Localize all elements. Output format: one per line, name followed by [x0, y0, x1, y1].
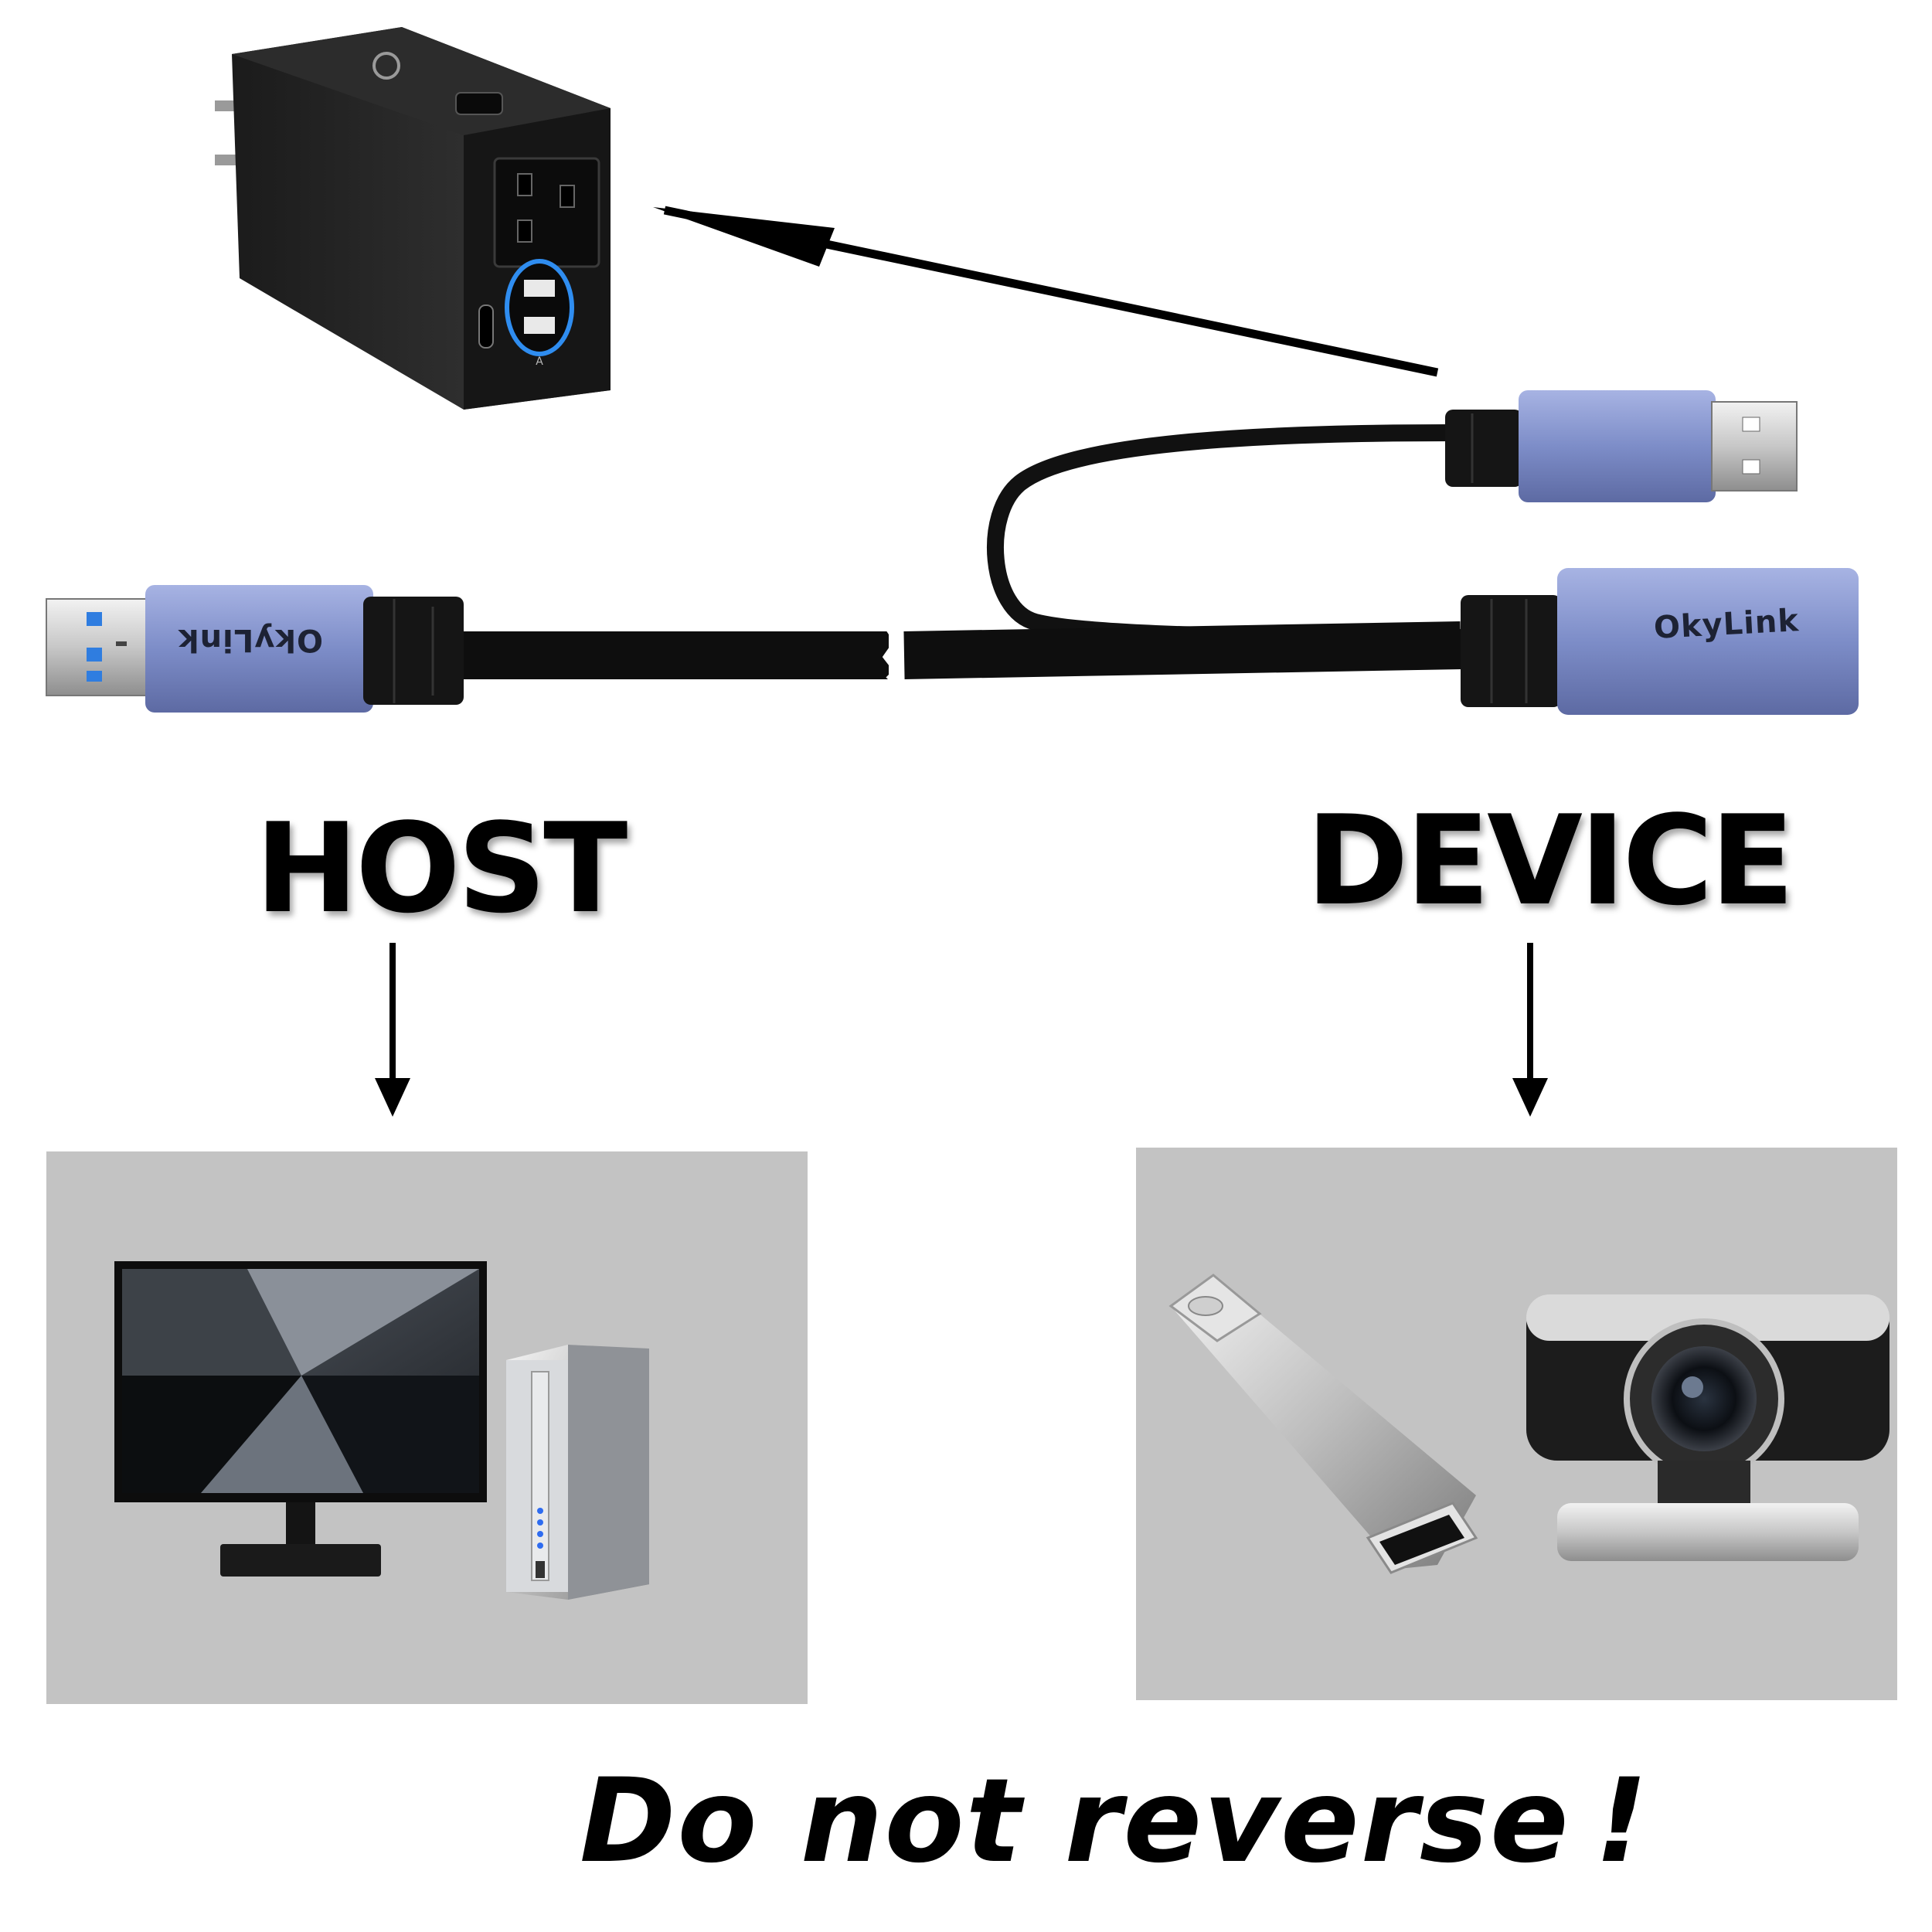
- usb-flash-drive-icon: [1168, 1274, 1478, 1574]
- power-adapter-icon: A: [215, 27, 611, 410]
- host-arrow: [375, 1078, 410, 1117]
- host-label: HOST: [255, 796, 628, 940]
- host-connector-brand: OkyLink: [178, 622, 323, 658]
- warning-text: Do not reverse !: [580, 1754, 1650, 1889]
- power-usb-connector: [1445, 390, 1798, 502]
- cable: [456, 424, 1461, 683]
- device-label: DEVICE: [1306, 788, 1794, 933]
- device-connector-brand: OkyLink: [1652, 603, 1801, 646]
- host-usb-connector: [46, 585, 464, 713]
- monitor-icon: [114, 1261, 487, 1577]
- adapter-port-letter: A: [536, 355, 543, 368]
- device-usb-connector: [1461, 568, 1859, 715]
- desktop-tower-icon: [506, 1345, 649, 1600]
- webcam-icon: [1526, 1294, 1889, 1561]
- device-arrow: [1512, 1078, 1548, 1117]
- power-arrow-head: [653, 207, 835, 267]
